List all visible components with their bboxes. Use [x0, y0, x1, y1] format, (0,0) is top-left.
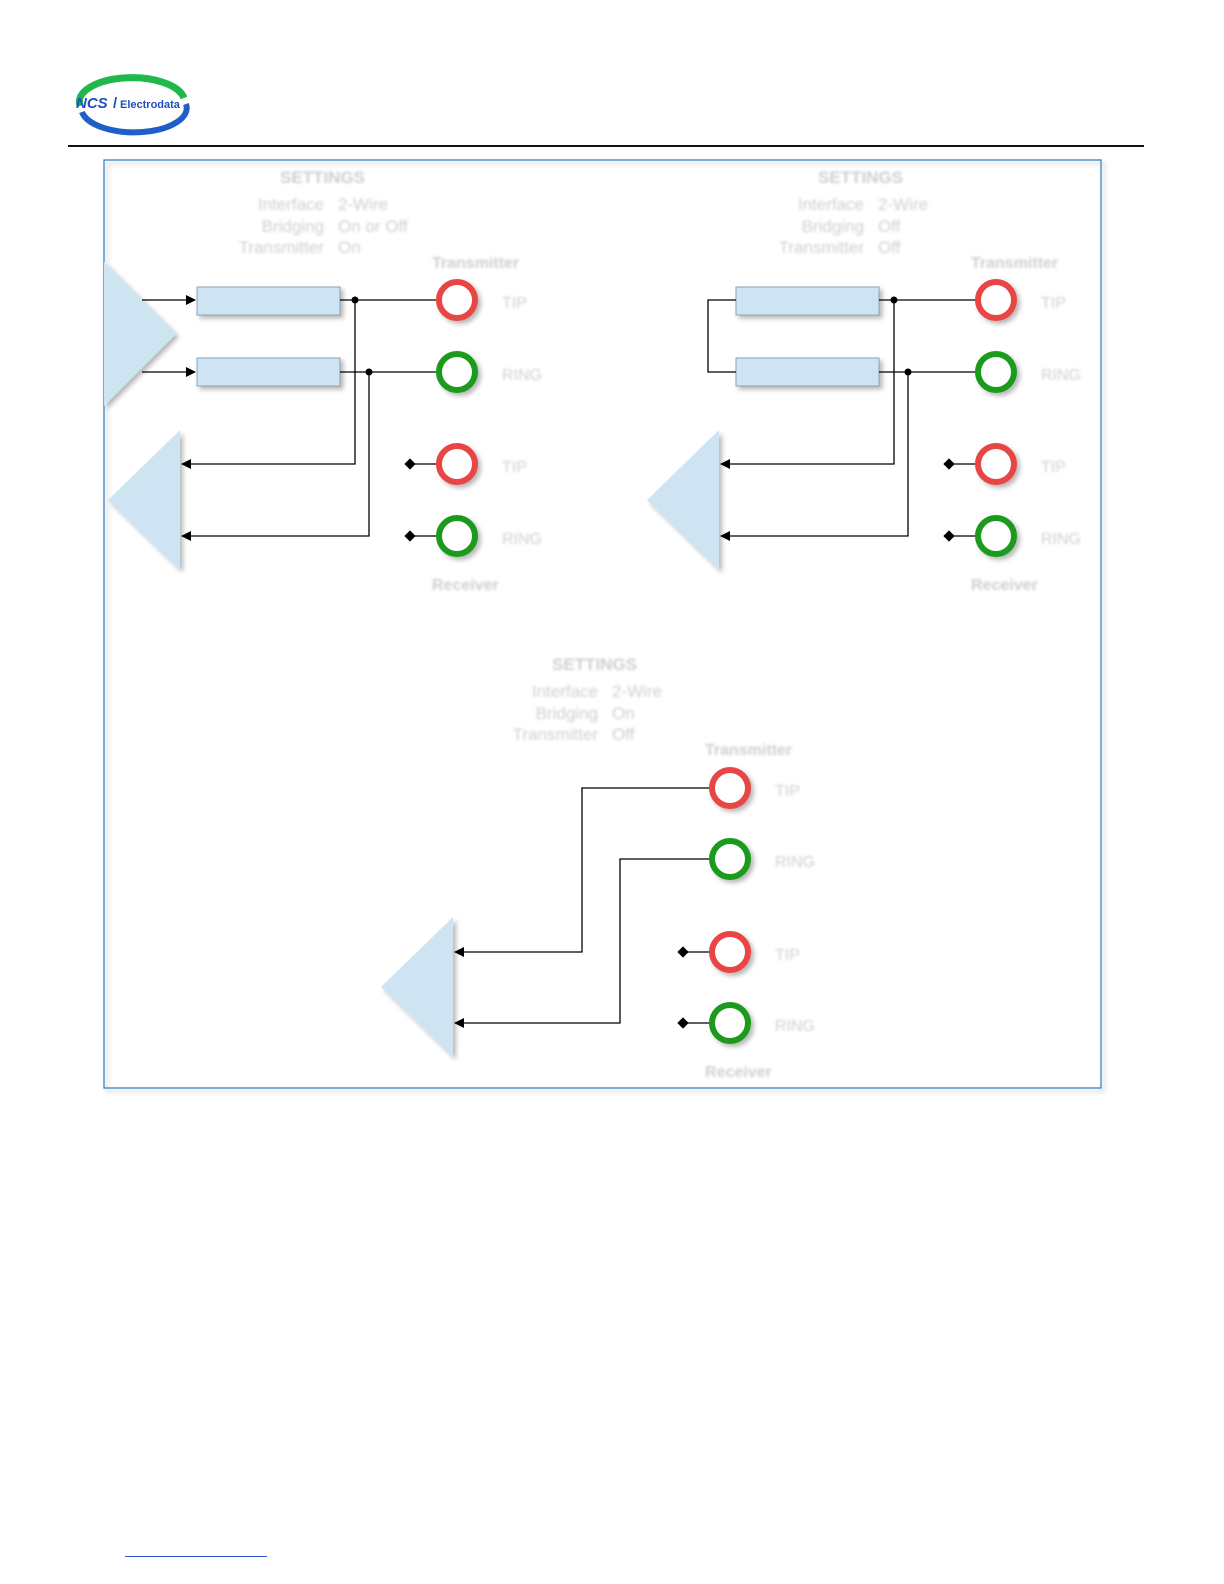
diagram-frame [103, 159, 1102, 1089]
setting-key: Interface [798, 195, 864, 214]
tip-line-box [735, 286, 880, 316]
ring-line-box [196, 357, 341, 387]
tx-ring-terminal [709, 838, 751, 880]
setting-value: Off [878, 217, 901, 236]
rx-tip-terminal [436, 443, 478, 485]
setting-key: Transmitter [779, 238, 865, 257]
terminal-diamond [677, 1017, 689, 1029]
setting-key: Interface [532, 682, 598, 701]
panel-1: SETTINGS Interface 2-Wire Bridging On or… [104, 168, 542, 594]
setting-value: On or Off [338, 217, 408, 236]
rx-tip-terminal [975, 443, 1017, 485]
tip-line-box [196, 286, 341, 316]
setting-value: 2-Wire [612, 682, 662, 701]
panel-2: SETTINGS Interface 2-Wire Bridging Off T… [647, 168, 1081, 594]
junction-dot [365, 368, 373, 376]
tx-tip-label: TIP [502, 295, 527, 312]
setting-value: 2-Wire [338, 195, 388, 214]
settings-title: SETTINGS [280, 168, 365, 187]
tx-ring-terminal [975, 351, 1017, 393]
receive-amplifier [108, 430, 180, 570]
setting-key: Transmitter [239, 238, 325, 257]
tx-tip-label: TIP [775, 783, 800, 800]
tx-tip-terminal [975, 279, 1017, 321]
receive-amplifier [381, 917, 453, 1057]
rx-tip-terminal [709, 931, 751, 973]
rx-ring-terminal [436, 515, 478, 557]
transmitter-label: Transmitter [705, 742, 792, 759]
setting-value: On [338, 238, 361, 257]
logo-text-electrodata: Electrodata [120, 99, 181, 111]
transmitter-label: Transmitter [971, 255, 1058, 272]
setting-key: Bridging [802, 217, 864, 236]
logo-text-ncs: NCS [76, 95, 108, 112]
header-rule [68, 145, 1144, 147]
junction-dot [904, 368, 912, 376]
setting-value: Off [878, 238, 901, 257]
rx-tip-label: TIP [775, 947, 800, 964]
terminal-diamond [404, 530, 416, 542]
rx-tip-label: TIP [1041, 459, 1066, 476]
rx-ring-label: RING [1041, 531, 1081, 548]
panel-3: SETTINGS Interface 2-Wire Bridging On Tr… [381, 655, 815, 1081]
transmit-amplifier [104, 262, 176, 406]
ncs-electrodata-logo: NCS / Electrodata [75, 74, 190, 136]
setting-key: Transmitter [513, 725, 599, 744]
rx-ring-label: RING [502, 531, 542, 548]
setting-key: Interface [258, 195, 324, 214]
junction-dot [351, 296, 359, 304]
terminal-diamond [677, 946, 689, 958]
tx-ring-terminal [436, 351, 478, 393]
setting-value: Off [612, 725, 635, 744]
rx-ring-terminal [709, 1002, 751, 1044]
setting-key: Bridging [262, 217, 324, 236]
tx-ring-label: RING [1041, 367, 1081, 384]
tx-tip-label: TIP [1041, 295, 1066, 312]
tx-ring-label: RING [775, 854, 815, 871]
receiver-label: Receiver [705, 1064, 772, 1081]
terminal-diamond [404, 458, 416, 470]
rx-tip-label: TIP [502, 459, 527, 476]
rx-ring-label: RING [775, 1018, 815, 1035]
tx-tip-terminal [709, 767, 751, 809]
settings-title: SETTINGS [552, 655, 637, 674]
rx-ring-terminal [975, 515, 1017, 557]
terminal-diamond [943, 530, 955, 542]
setting-value: 2-Wire [878, 195, 928, 214]
setting-key: Bridging [536, 704, 598, 723]
tx-tip-terminal [436, 279, 478, 321]
svg-text:/: / [113, 95, 118, 112]
settings-title: SETTINGS [818, 168, 903, 187]
receiver-label: Receiver [971, 577, 1038, 594]
ring-line-box [735, 357, 880, 387]
footer-link-underline[interactable] [125, 1556, 267, 1557]
tx-ring-label: RING [502, 367, 542, 384]
junction-dot [890, 296, 898, 304]
transmitter-label: Transmitter [432, 255, 519, 272]
receiver-label: Receiver [432, 577, 499, 594]
terminal-diamond [943, 458, 955, 470]
receive-amplifier [647, 430, 719, 570]
setting-value: On [612, 704, 635, 723]
